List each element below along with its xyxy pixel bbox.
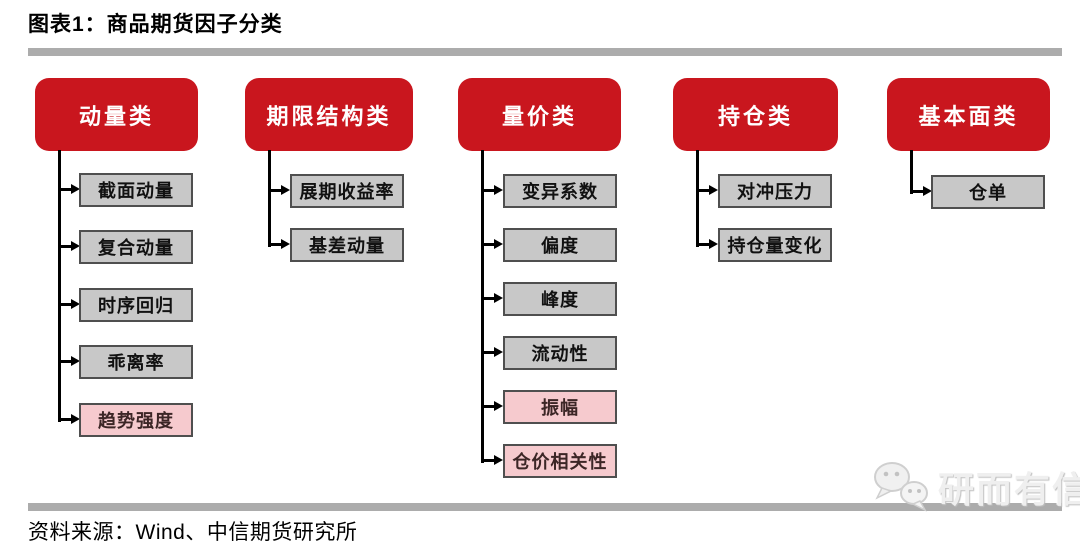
source-note: 资料来源：Wind、中信期货研究所 bbox=[28, 521, 358, 544]
factor-box-position-price-correlation: 仓价相关性 bbox=[503, 444, 617, 478]
watermark-text: 研而有信 bbox=[938, 469, 1080, 510]
connector-line bbox=[58, 150, 61, 422]
arrow-icon bbox=[58, 299, 80, 309]
factor-box-kurtosis: 峰度 bbox=[503, 282, 617, 316]
factor-box-open-interest-change: 持仓量变化 bbox=[718, 228, 832, 262]
factor-box-cross-section-momentum: 截面动量 bbox=[79, 173, 193, 207]
arrow-icon bbox=[481, 239, 503, 249]
arrow-icon bbox=[481, 293, 503, 303]
factor-box-liquidity: 流动性 bbox=[503, 336, 617, 370]
arrow-icon bbox=[58, 184, 80, 194]
arrow-icon bbox=[58, 241, 80, 251]
category-box-momentum: 动量类 bbox=[35, 78, 198, 151]
connector-line bbox=[481, 150, 484, 463]
factor-box-skewness: 偏度 bbox=[503, 228, 617, 262]
category-box-volume-price: 量价类 bbox=[458, 78, 621, 151]
arrow-icon bbox=[696, 185, 718, 195]
factor-box-warehouse-receipt: 仓单 bbox=[931, 175, 1045, 209]
category-box-fundamental: 基本面类 bbox=[887, 78, 1050, 151]
connector-line bbox=[910, 150, 913, 194]
arrow-icon bbox=[58, 356, 80, 366]
arrow-icon bbox=[696, 239, 718, 249]
factor-box-basis-momentum: 基差动量 bbox=[290, 228, 404, 262]
connector-line bbox=[696, 150, 699, 247]
arrow-icon bbox=[481, 401, 503, 411]
bottom-rule bbox=[28, 503, 1062, 511]
factor-box-hedging-pressure: 对冲压力 bbox=[718, 174, 832, 208]
factor-box-composite-momentum: 复合动量 bbox=[79, 230, 193, 264]
factor-box-bias-ratio: 乖离率 bbox=[79, 345, 193, 379]
arrow-icon bbox=[268, 239, 290, 249]
connector-line bbox=[268, 150, 271, 247]
arrow-icon bbox=[481, 455, 503, 465]
arrow-icon bbox=[910, 186, 932, 196]
factor-box-coefficient-of-variation: 变异系数 bbox=[503, 174, 617, 208]
arrow-icon bbox=[268, 185, 290, 195]
watermark: 研而有信 bbox=[868, 456, 1080, 519]
wechat-bubbles-icon bbox=[868, 456, 932, 519]
factor-box-trend-strength: 趋势强度 bbox=[79, 403, 193, 437]
category-box-term-structure: 期限结构类 bbox=[245, 78, 413, 151]
figure-title: 图表1：商品期货因子分类 bbox=[28, 13, 283, 36]
top-rule bbox=[28, 48, 1062, 56]
factor-box-roll-yield: 展期收益率 bbox=[290, 174, 404, 208]
arrow-icon bbox=[58, 414, 80, 424]
arrow-icon bbox=[481, 185, 503, 195]
arrow-icon bbox=[481, 347, 503, 357]
factor-box-amplitude: 振幅 bbox=[503, 390, 617, 424]
factor-box-time-series-regression: 时序回归 bbox=[79, 288, 193, 322]
category-box-position: 持仓类 bbox=[673, 78, 838, 151]
